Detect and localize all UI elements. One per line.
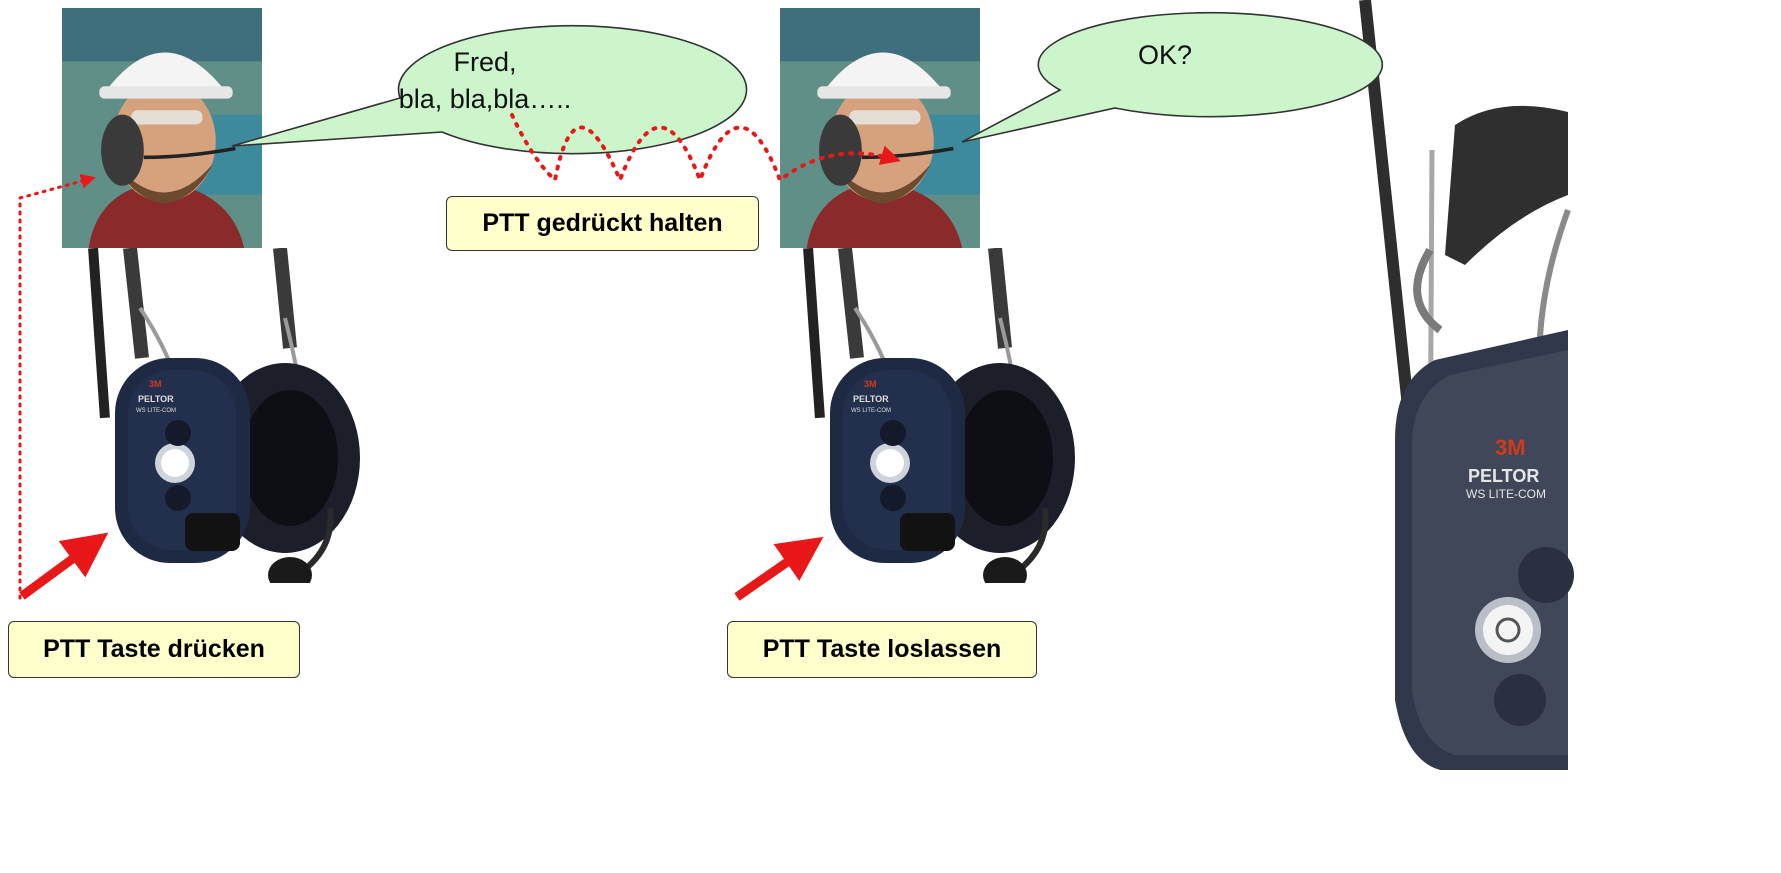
label-ptt-hold: PTT gedrückt halten [446, 196, 759, 251]
transmission-signal-line [510, 113, 901, 186]
label-ptt-release: PTT Taste loslassen [727, 621, 1037, 678]
closeup-brand-3m: 3M [1495, 435, 1526, 460]
speech-bubble-right [961, 11, 1384, 143]
worker-photo-left [62, 8, 262, 248]
speech-bubble-right-text: OK? [1100, 37, 1230, 74]
brand-3m-right: 3M [864, 379, 877, 389]
ptt-arrow-left [19, 532, 109, 600]
closeup-brand-model: WS LITE-COM [1466, 487, 1546, 501]
label-ptt-press-text: PTT Taste drücken [43, 635, 265, 663]
brand-peltor-right: PELTOR [853, 394, 889, 404]
headset-image-left: 3M PELTOR WS LITE-COM [88, 248, 360, 593]
speech-bubble-left [231, 24, 748, 155]
brand-3m-left: 3M [149, 379, 162, 389]
speech-reply: OK? [1137, 40, 1193, 70]
headset-closeup-image: 3M PELTOR WS LITE-COM [1359, 0, 1574, 770]
ptt-to-person-connector [18, 173, 96, 600]
speech-line-1: Fred, [453, 47, 517, 77]
brand-peltor-left: PELTOR [138, 394, 174, 404]
worker-photo-right [780, 8, 980, 248]
label-ptt-release-text: PTT Taste loslassen [762, 635, 1002, 663]
speech-line-2: bla, bla,bla….. [398, 84, 572, 114]
brand-model-left: WS LITE-COM [136, 408, 176, 414]
brand-model-right: WS LITE-COM [851, 408, 891, 414]
headset-image-right: 3M PELTOR WS LITE-COM [803, 248, 1075, 593]
speech-bubble-left-text: Fred, bla, bla,bla….. [340, 44, 630, 118]
closeup-brand-peltor: PELTOR [1468, 466, 1539, 486]
ptt-arrow-right [734, 536, 824, 601]
label-ptt-press: PTT Taste drücken [8, 621, 300, 678]
label-ptt-hold-text: PTT gedrückt halten [482, 209, 723, 237]
